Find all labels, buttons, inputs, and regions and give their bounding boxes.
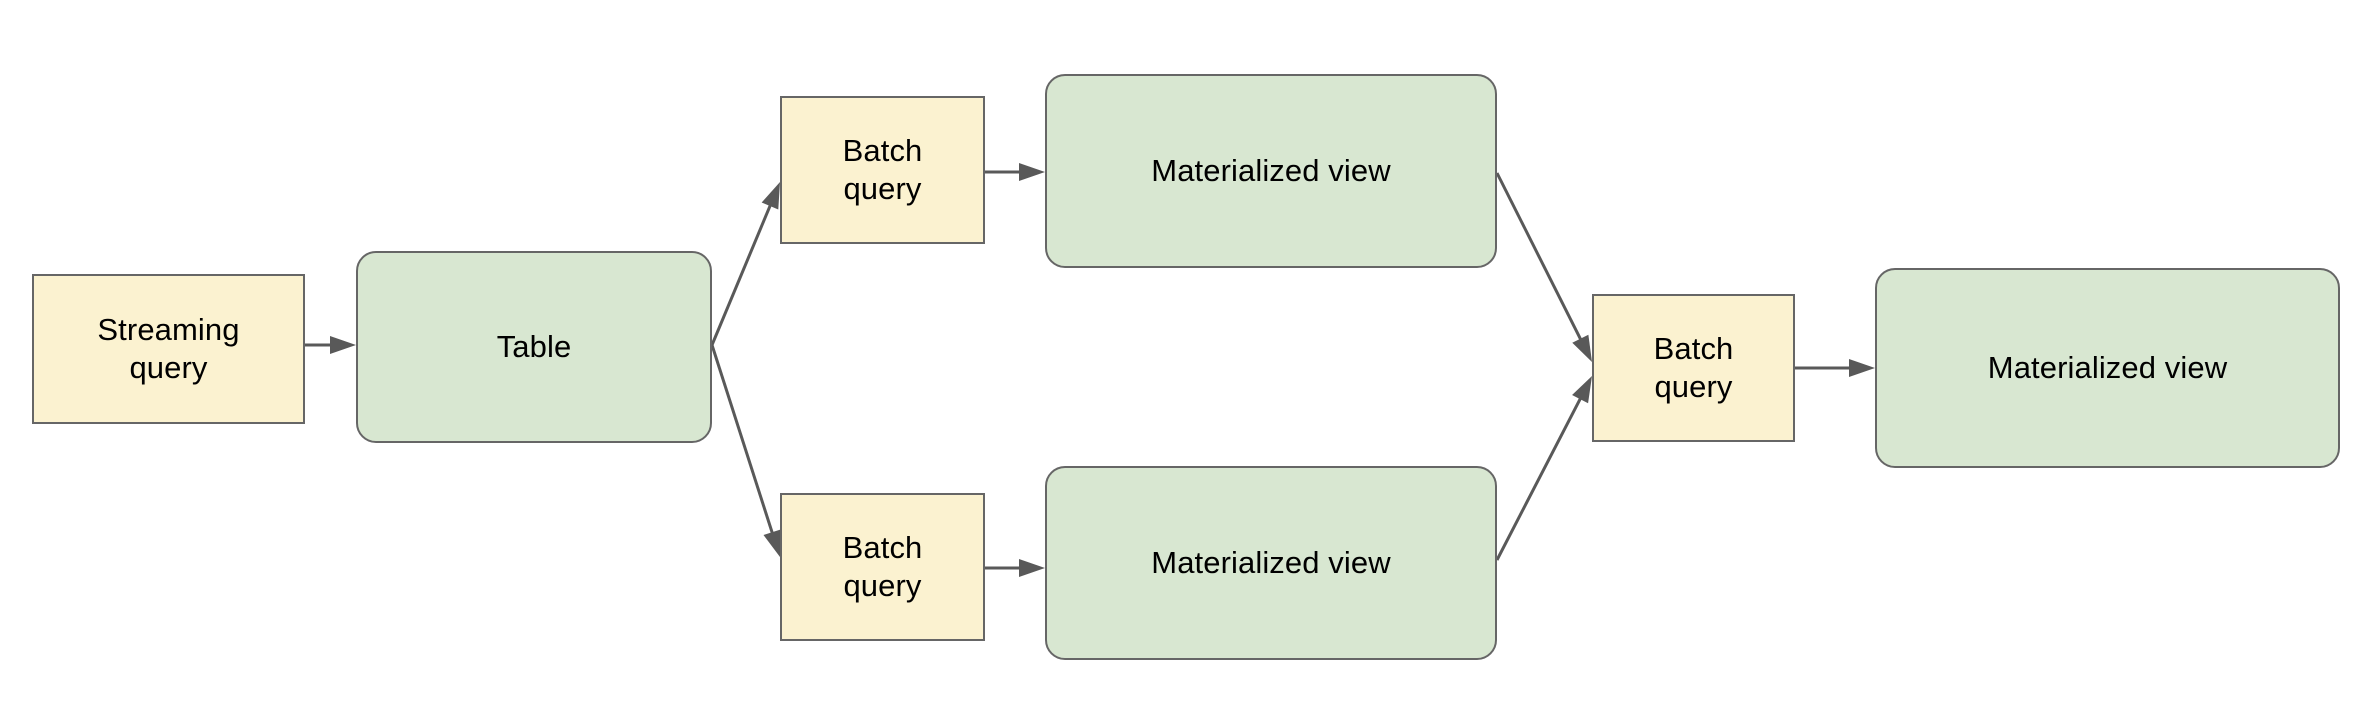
arrowhead-icon: [1019, 559, 1045, 577]
edge-batch-query-bottom-to-materialized-view-bottom: [985, 559, 1045, 577]
node-table-label: Table: [496, 329, 572, 365]
arrowhead-icon: [330, 336, 356, 354]
arrowhead-icon: [763, 529, 781, 557]
node-table[interactable]: Table: [356, 251, 712, 443]
edge-materialized-view-bottom-to-batch-query-join: [1495, 376, 1592, 561]
node-streaming-query[interactable]: Streaming query: [32, 274, 305, 424]
edge-table-to-batch-query-bottom: [710, 344, 781, 557]
node-streaming-query-label: Streaming query: [97, 312, 240, 385]
node-batch-query-bottom-label: Batch query: [842, 530, 923, 603]
node-batch-query-top-label: Batch query: [842, 133, 923, 206]
node-materialized-view-bottom[interactable]: Materialized view: [1045, 466, 1497, 660]
edge-line: [1495, 394, 1584, 561]
node-materialized-view-top[interactable]: Materialized view: [1045, 74, 1497, 268]
arrowhead-icon: [1849, 359, 1875, 377]
edge-batch-query-top-to-materialized-view-top: [985, 163, 1045, 181]
arrowhead-icon: [1572, 334, 1592, 362]
arrowhead-icon: [761, 182, 780, 210]
node-materialized-view-final[interactable]: Materialized view: [1875, 268, 2340, 468]
edge-materialized-view-top-to-batch-query-join: [1495, 172, 1592, 362]
edge-line: [710, 201, 773, 346]
node-materialized-view-top-label: Materialized view: [1151, 153, 1391, 189]
node-batch-query-join-label: Batch query: [1653, 331, 1734, 404]
node-materialized-view-bottom-label: Materialized view: [1151, 545, 1391, 581]
node-batch-query-bottom[interactable]: Batch query: [780, 493, 985, 641]
node-materialized-view-final-label: Materialized view: [1987, 350, 2228, 386]
edge-streaming-query-to-table: [305, 336, 356, 354]
node-batch-query-join[interactable]: Batch query: [1592, 294, 1795, 442]
arrowhead-icon: [1019, 163, 1045, 181]
arrowhead-icon: [1572, 376, 1592, 404]
edge-line: [1495, 172, 1584, 344]
edge-table-to-batch-query-top: [710, 182, 780, 346]
edge-batch-query-join-to-materialized-view-final: [1795, 359, 1875, 377]
node-batch-query-top[interactable]: Batch query: [780, 96, 985, 244]
edge-line: [710, 344, 775, 537]
